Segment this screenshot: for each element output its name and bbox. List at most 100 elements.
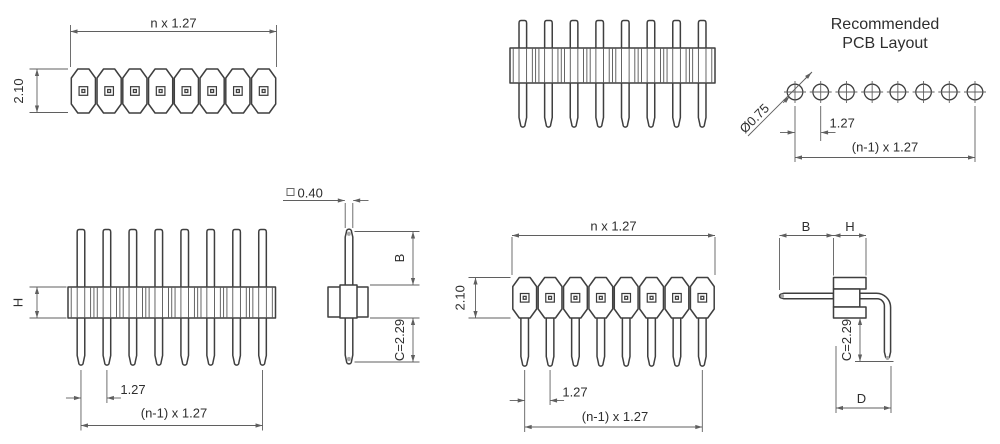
contact-square-center xyxy=(134,90,136,92)
pin xyxy=(232,318,242,366)
contact-square-center xyxy=(262,90,265,92)
pin xyxy=(520,318,530,367)
pin-tip-shade xyxy=(780,294,785,298)
dim-label-span: (n-1) x 1.27 xyxy=(141,406,207,421)
dim-label-hole-diameter: Ø0.75 xyxy=(736,100,772,136)
dimension-arrow xyxy=(804,72,812,80)
pin xyxy=(206,228,216,287)
pin xyxy=(697,83,707,128)
view-single-pin-detail: 0.40 B C=2.29 xyxy=(283,186,420,365)
pcb-layout-title-line1: Recommended xyxy=(831,16,940,33)
dimension-arrow xyxy=(782,96,790,104)
view-top-strip: n x 1.27 2.10 xyxy=(11,16,277,114)
leader-line xyxy=(747,71,813,137)
contact-square-center xyxy=(701,297,704,299)
body-top-cap xyxy=(832,276,867,290)
contact-square-center xyxy=(600,297,602,299)
pin xyxy=(646,19,656,48)
pin xyxy=(232,228,242,287)
dim-label-n-x-127: n x 1.27 xyxy=(590,219,636,234)
pin xyxy=(344,228,354,285)
view-right-angle: B H C=2.29 D xyxy=(778,219,894,413)
view-front-vertical xyxy=(509,19,716,128)
pin xyxy=(257,318,268,366)
square-symbol-icon xyxy=(286,188,295,196)
pin xyxy=(621,318,631,367)
dim-label-b: B xyxy=(802,219,811,234)
dim-label-c: C=2.29 xyxy=(839,319,854,361)
bent-pin xyxy=(859,292,892,360)
pin xyxy=(595,83,605,128)
pin xyxy=(102,318,112,366)
view-top-with-pins: n x 1.27 2.10 1.27 (n-1) x 1.27 xyxy=(453,219,716,432)
dim-label-pcb-span: (n-1) x 1.27 xyxy=(852,140,918,155)
dim-label-n-x-127: n x 1.27 xyxy=(150,16,196,31)
contact-square-center xyxy=(574,297,577,299)
contact-square-center xyxy=(237,90,239,92)
contact-square-center xyxy=(82,90,85,92)
pin xyxy=(596,318,606,367)
pin xyxy=(569,19,579,48)
dim-label-tail-b: B xyxy=(392,254,407,263)
dim-label-body-height-h: H xyxy=(11,298,26,307)
pin xyxy=(76,228,86,287)
pin xyxy=(672,83,682,128)
dim-label-pitch: 1.27 xyxy=(120,382,145,397)
pcb-layout-title-line2: PCB Layout xyxy=(842,35,928,52)
pin xyxy=(697,19,707,48)
pin xyxy=(595,19,605,48)
contact-square-center xyxy=(650,297,653,299)
pin xyxy=(778,292,835,300)
pin xyxy=(543,19,553,48)
contact-square-center xyxy=(185,90,188,92)
contact-square-center xyxy=(625,297,627,299)
pin xyxy=(647,318,657,367)
dim-label-pcb-pitch: 1.27 xyxy=(830,116,855,131)
pin-tip-shade xyxy=(347,356,351,362)
dim-label-pitch: 1.27 xyxy=(562,385,587,400)
pin xyxy=(128,228,138,287)
contact-square-center xyxy=(108,90,110,92)
pin-tip-shade xyxy=(347,231,351,236)
pin xyxy=(154,318,164,366)
pin xyxy=(206,318,216,366)
pin xyxy=(102,228,112,287)
contact-square-center xyxy=(676,297,678,299)
pin xyxy=(697,318,707,367)
pin xyxy=(672,318,682,367)
dim-label-span: (n-1) x 1.27 xyxy=(582,409,648,424)
pin xyxy=(180,228,190,287)
pin xyxy=(570,318,580,367)
body-bottom-cap xyxy=(832,306,867,319)
dim-label-pin-square: 0.40 xyxy=(298,186,323,201)
pin xyxy=(545,318,555,367)
pin xyxy=(646,83,656,128)
pin xyxy=(344,318,354,365)
dim-label-2-10: 2.10 xyxy=(11,78,26,103)
pin xyxy=(620,83,630,128)
contact-square-center xyxy=(159,90,162,92)
body-center xyxy=(339,284,358,319)
contact-square-center xyxy=(211,90,213,92)
dim-label-2-10: 2.10 xyxy=(453,285,468,310)
dim-label-tail-c: C=2.29 xyxy=(392,319,407,361)
dim-label-h: H xyxy=(845,219,854,234)
dim-label-d: D xyxy=(857,391,866,406)
pin xyxy=(154,228,164,287)
pin xyxy=(620,19,630,48)
contact-square-center xyxy=(523,297,526,299)
view-front-long-pins: H 1.27 (n-1) x 1.27 xyxy=(11,228,277,431)
body-middle xyxy=(832,288,861,308)
pin-tip-shade xyxy=(885,356,890,360)
pin xyxy=(128,318,138,366)
pin xyxy=(180,318,190,366)
pin xyxy=(76,318,86,366)
view-pcb-layout: Recommended PCB Layout Ø0.75 1.27 (n-1) … xyxy=(736,16,986,162)
pin xyxy=(518,83,528,128)
pin xyxy=(569,83,579,128)
pin xyxy=(543,83,553,128)
pin xyxy=(518,19,528,48)
pin xyxy=(672,19,682,48)
